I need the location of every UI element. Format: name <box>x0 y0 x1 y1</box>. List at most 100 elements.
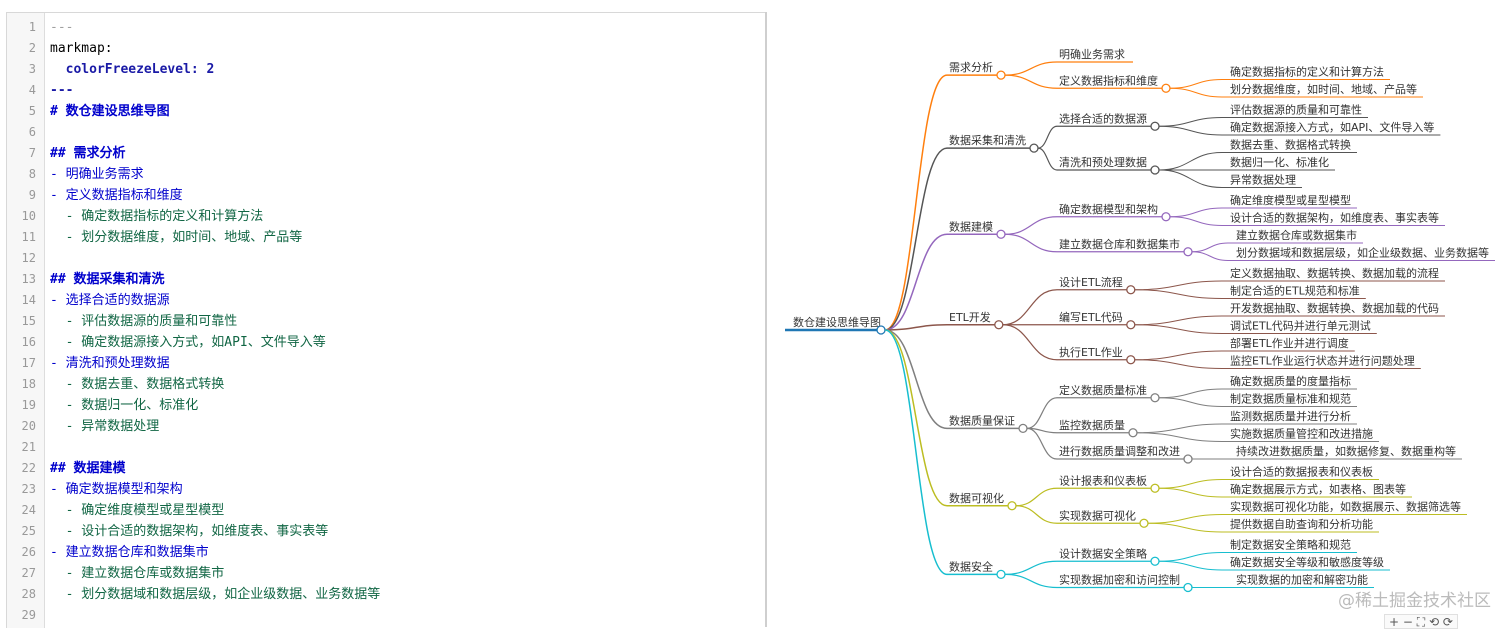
sub-node-circle <box>1150 121 1160 131</box>
line-number: 21 <box>21 440 36 454</box>
code-line[interactable]: - 划分数据域和数据层级，如企业级数据、业务数据等 <box>50 587 381 602</box>
pane-divider[interactable] <box>765 12 767 627</box>
sub-label: 编写ETL代码 <box>1059 310 1123 324</box>
code-line[interactable]: --- <box>50 83 74 98</box>
code-line[interactable]: - 建立数据仓库或数据集市 <box>50 566 225 581</box>
code-line[interactable]: - 选择合适的数据源 <box>50 293 170 308</box>
leaf-label: 确定数据源接入方式，如API、文件导入等 <box>1230 120 1434 134</box>
leaf-label: 监测数据质量并进行分析 <box>1230 409 1351 423</box>
line-number: 5 <box>28 104 36 118</box>
code-line[interactable]: - 建立数据仓库和数据集市 <box>50 545 209 560</box>
code-line[interactable]: - 定义数据指标和维度 <box>50 188 183 203</box>
code-line[interactable]: - 确定数据模型和架构 <box>50 482 183 497</box>
leaf-connector <box>1134 324 1223 334</box>
leaf-label: 调试ETL代码并进行单元测试 <box>1230 319 1371 333</box>
root-node-circle <box>876 325 886 335</box>
code-line[interactable]: - 确定数据指标的定义和计算方法 <box>50 209 264 224</box>
sub-label: 选择合适的数据源 <box>1059 111 1147 125</box>
line-number: 15 <box>21 314 36 328</box>
code-line[interactable]: ## 数据建模 <box>50 461 126 476</box>
sub-label: 进行数据质量调整和改进 <box>1059 444 1180 458</box>
line-number: 14 <box>21 293 36 307</box>
sub-label: 监控数据质量 <box>1059 418 1125 432</box>
line-number: 8 <box>28 167 36 181</box>
branch-connector <box>884 329 948 576</box>
code-line[interactable]: - 确定数据源接入方式，如API、文件导入等 <box>50 335 326 350</box>
sub-connector <box>1004 216 1058 235</box>
leaf-connector <box>1158 479 1223 489</box>
branch-label: 数据采集和清洗 <box>949 133 1026 147</box>
leaf-connector <box>1158 487 1223 498</box>
sub-connector <box>1004 560 1058 575</box>
branch-connector <box>884 74 948 331</box>
leaf-label: 建立数据仓库或数据集市 <box>1236 228 1357 242</box>
leaf-connector <box>1158 169 1223 188</box>
mindmap-preview[interactable]: 数仓建设思维导图需求分析明确业务需求定义数据指标和维度确定数据指标的定义和计算方… <box>767 12 1512 627</box>
sub-label: 定义数据质量标准 <box>1059 383 1147 397</box>
branch-label: 数据安全 <box>949 559 993 573</box>
code-line[interactable]: - 明确业务需求 <box>50 167 144 182</box>
leaf-label: 确定数据指标的定义和计算方法 <box>1230 65 1384 79</box>
code-line[interactable]: markmap: <box>50 41 113 56</box>
leaf-connector <box>1158 552 1223 562</box>
leaf-label: 确定数据质量的度量指标 <box>1230 374 1351 388</box>
leaf-label: 评估数据源的质量和可靠性 <box>1230 103 1362 117</box>
sub-node-circle <box>1150 556 1160 566</box>
line-number: 17 <box>21 356 36 370</box>
line-number: 23 <box>21 482 36 496</box>
code-line[interactable]: # 数仓建设思维导图 <box>50 104 170 119</box>
branch-node-circle <box>994 320 1004 330</box>
code-line[interactable]: - 评估数据源的质量和可靠性 <box>50 314 238 329</box>
code-line[interactable]: - 划分数据维度，如时间、地域、产品等 <box>50 230 303 245</box>
leaf-connector <box>1169 87 1223 98</box>
code-line[interactable]: - 数据去重、数据格式转换 <box>50 377 225 392</box>
code-line[interactable]: ## 数据采集和清洗 <box>50 272 165 287</box>
sub-label: 设计数据安全策略 <box>1059 546 1147 560</box>
leaf-label: 部署ETL作业并进行调度 <box>1230 336 1349 350</box>
leaf-connector <box>1169 216 1223 226</box>
code-area[interactable]: --- markmap: colorFreezeLevel: 2 --- # 数仓建设… <box>44 13 766 628</box>
sub-node-circle <box>1150 165 1160 175</box>
code-line[interactable]: colorFreezeLevel: 2 <box>50 62 215 77</box>
leaf-connector <box>1169 79 1223 89</box>
branch-node-circle <box>1018 423 1028 434</box>
sub-label: 定义数据指标和维度 <box>1059 73 1158 87</box>
code-line[interactable]: - 异常数据处理 <box>50 419 160 434</box>
leaf-connector <box>1134 289 1223 299</box>
mindmap-canvas: 数仓建设思维导图需求分析明确业务需求定义数据指标和维度确定数据指标的定义和计算方… <box>785 48 1495 593</box>
code-line[interactable]: - 设计合适的数据架构，如维度表、事实表等 <box>50 524 329 539</box>
code-line[interactable]: - 数据归一化、标准化 <box>50 398 199 413</box>
branch-label: 数据质量保证 <box>949 413 1015 427</box>
code-line[interactable]: --- <box>50 20 74 35</box>
sub-node-circle <box>1183 582 1193 593</box>
sub-label: 确定数据模型和架构 <box>1059 202 1158 216</box>
leaf-connector <box>1191 251 1228 261</box>
line-number: 1 <box>28 20 36 34</box>
leaf-connector <box>1136 432 1223 442</box>
branch-connector <box>884 329 948 507</box>
branch-connector <box>884 329 948 430</box>
leaf-connector <box>1134 280 1223 291</box>
leaf-connector <box>1147 522 1223 533</box>
leaf-label: 监控ETL作业运行状态并进行问题处理 <box>1230 354 1415 368</box>
leaf-label: 数据归一化、标准化 <box>1230 155 1329 169</box>
sub-connector <box>1004 573 1058 589</box>
line-number: 9 <box>28 188 36 202</box>
sub-connector <box>1002 289 1058 326</box>
leaf-connector <box>1134 350 1223 361</box>
leaf-label: 实现数据的加密和解密功能 <box>1236 573 1368 587</box>
leaf-connector <box>1158 397 1223 407</box>
leaf-connector <box>1158 560 1223 571</box>
code-line[interactable]: - 确定维度模型或星型模型 <box>50 503 225 518</box>
sub-label: 设计ETL流程 <box>1059 275 1123 289</box>
leaf-connector <box>1158 125 1223 136</box>
line-number: 22 <box>21 461 36 475</box>
code-line[interactable]: ## 需求分析 <box>50 146 126 161</box>
leaf-label: 设计合适的数据架构，如维度表、事实表等 <box>1230 211 1439 225</box>
sub-node-circle <box>1183 247 1193 257</box>
line-number: 13 <box>21 272 36 286</box>
sub-connector <box>1004 61 1058 76</box>
branch-label: 需求分析 <box>949 60 993 74</box>
code-line[interactable]: - 清洗和预处理数据 <box>50 356 170 371</box>
